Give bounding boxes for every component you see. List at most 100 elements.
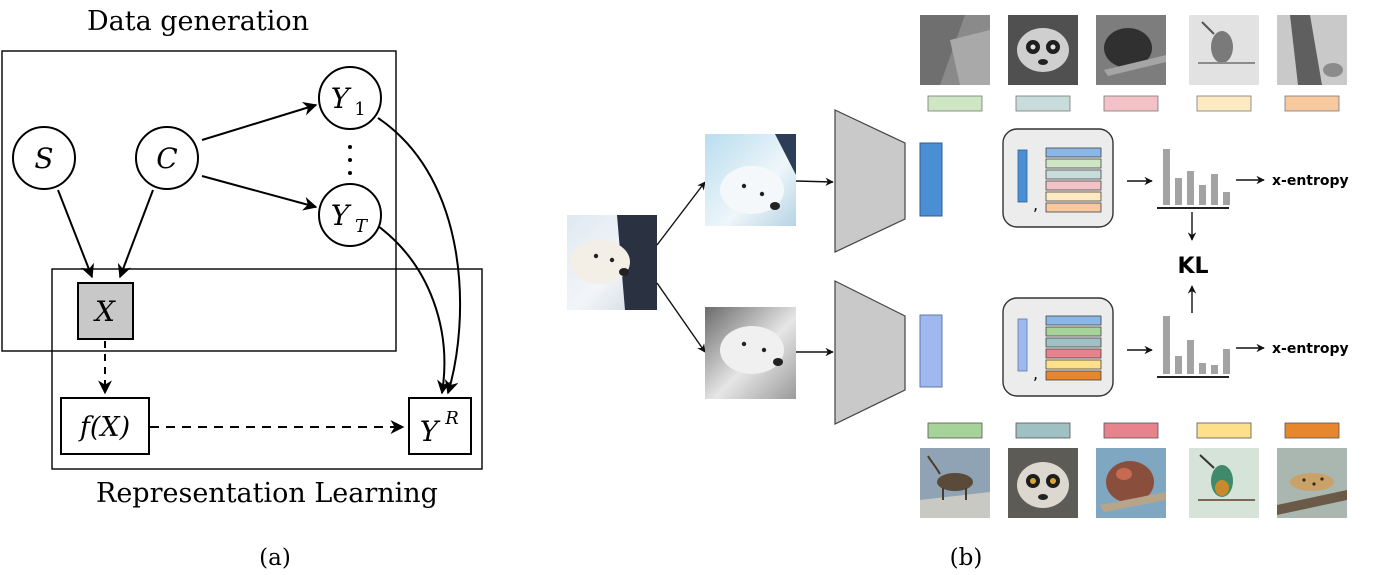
kl-label: KL [1177, 254, 1208, 279]
prototype-row [1045, 147, 1102, 158]
histogram-bar [1223, 192, 1230, 205]
histogram-bar [1163, 316, 1170, 374]
augment-arrow-bottom [656, 282, 706, 353]
edge-c-yt [201, 175, 318, 211]
node-y1: Y 1 [318, 66, 382, 130]
histogram-bar [1175, 356, 1182, 374]
panel-a: Data generation S C Y 1 [1, 6, 483, 571]
node-s: S [12, 126, 76, 190]
rock-gray-image [920, 15, 990, 85]
histogram-bar [1199, 185, 1206, 205]
prototype-bar [1015, 95, 1071, 112]
prototype-row [1045, 202, 1102, 213]
histogram-top [1157, 149, 1230, 209]
prototype-bar [1196, 422, 1252, 439]
embedding-top [919, 142, 943, 217]
polar-bear-image [567, 215, 657, 310]
svg-text:Y: Y [331, 82, 352, 115]
encoder-top [834, 109, 906, 253]
prototype-bar [1284, 95, 1340, 112]
data-generation-box [1, 50, 397, 352]
encoder-bottom [834, 280, 906, 425]
tree-gray-image [1277, 15, 1347, 85]
histogram-bar [1175, 178, 1182, 205]
histogram-bar [1211, 365, 1218, 374]
vertical-ellipsis [348, 145, 352, 175]
top-prototype-bars [927, 95, 1340, 112]
x-entropy-label-top: x-entropy [1272, 173, 1349, 189]
prototype-row [1045, 337, 1102, 348]
svg-text:f(X): f(X) [78, 412, 130, 443]
bird-gray-image [1096, 15, 1166, 85]
augmented-view-color-image [705, 134, 796, 226]
bottom-prototype-bars [927, 422, 1340, 439]
hummingbird-gray-image [1189, 15, 1259, 85]
hummingbird-image [1189, 448, 1259, 518]
node-fx: f(X) [60, 397, 150, 455]
prototype-bar [1196, 95, 1252, 112]
svg-text:C: C [156, 142, 177, 175]
prototype-bar [1103, 95, 1159, 112]
similarity-box-top: , [1002, 128, 1114, 228]
svg-text:1: 1 [354, 99, 365, 120]
svg-text:Y: Y [420, 415, 441, 448]
bird-image [1096, 448, 1166, 518]
svg-text:X: X [93, 295, 116, 328]
embedding-mini [1017, 318, 1028, 372]
svg-text:Y: Y [331, 199, 352, 232]
edge-c-x [117, 189, 154, 279]
prototype-row [1045, 191, 1102, 202]
panel-b: , , [567, 15, 1349, 571]
embedding-bottom [919, 314, 943, 388]
augmented-view-gray-image [705, 307, 796, 399]
svg-text:,: , [1033, 195, 1038, 214]
histogram-bar [1223, 349, 1230, 374]
bottom-thumbnails [920, 448, 1347, 518]
prototype-bar [927, 422, 983, 439]
histogram-bar [1187, 171, 1194, 205]
histogram-bottom [1157, 316, 1230, 378]
prototype-bar [1284, 422, 1340, 439]
edge-yt-yr [377, 225, 451, 395]
representation-learning-title: Representation Learning [96, 478, 438, 509]
histogram-bar [1163, 149, 1170, 205]
ibex-image [920, 448, 990, 518]
prototype-bar [927, 95, 983, 112]
leopard-image [1277, 448, 1347, 518]
lemur-image [1008, 448, 1078, 518]
edge-c-y1 [201, 102, 318, 141]
prototype-row [1045, 158, 1102, 169]
prototype-row [1045, 359, 1102, 370]
node-yr: Y R [408, 397, 472, 455]
representation-learning-box [51, 268, 483, 470]
caption-a: (a) [259, 545, 291, 571]
node-yt: Y T [318, 183, 382, 247]
embedding-mini [1017, 149, 1028, 203]
prototype-bar [1103, 422, 1159, 439]
histogram-bar [1187, 340, 1194, 374]
prototype-row [1045, 315, 1102, 326]
prototype-row [1045, 326, 1102, 337]
caption-b: (b) [950, 545, 983, 571]
augment-arrow-top [656, 181, 706, 246]
prototype-bar [1015, 422, 1071, 439]
svg-text:,: , [1033, 364, 1038, 383]
top-thumbnails [920, 15, 1347, 85]
data-generation-title: Data generation [87, 6, 309, 37]
node-x: X [77, 282, 134, 340]
prototype-row [1045, 180, 1102, 191]
edge-s-x [57, 189, 94, 279]
x-entropy-label-bottom: x-entropy [1272, 341, 1349, 357]
lemur-gray-image [1008, 15, 1078, 85]
svg-text:S: S [34, 142, 53, 175]
similarity-box-bottom: , [1002, 297, 1114, 397]
histogram-bar [1211, 174, 1218, 205]
edge-y1-yr [377, 117, 462, 395]
prototype-row [1045, 348, 1102, 359]
prototype-row [1045, 169, 1102, 180]
encoder-input-arrow-top [795, 177, 834, 186]
prototype-row [1045, 370, 1102, 381]
histogram-bar [1199, 363, 1206, 374]
node-c: C [135, 126, 199, 190]
